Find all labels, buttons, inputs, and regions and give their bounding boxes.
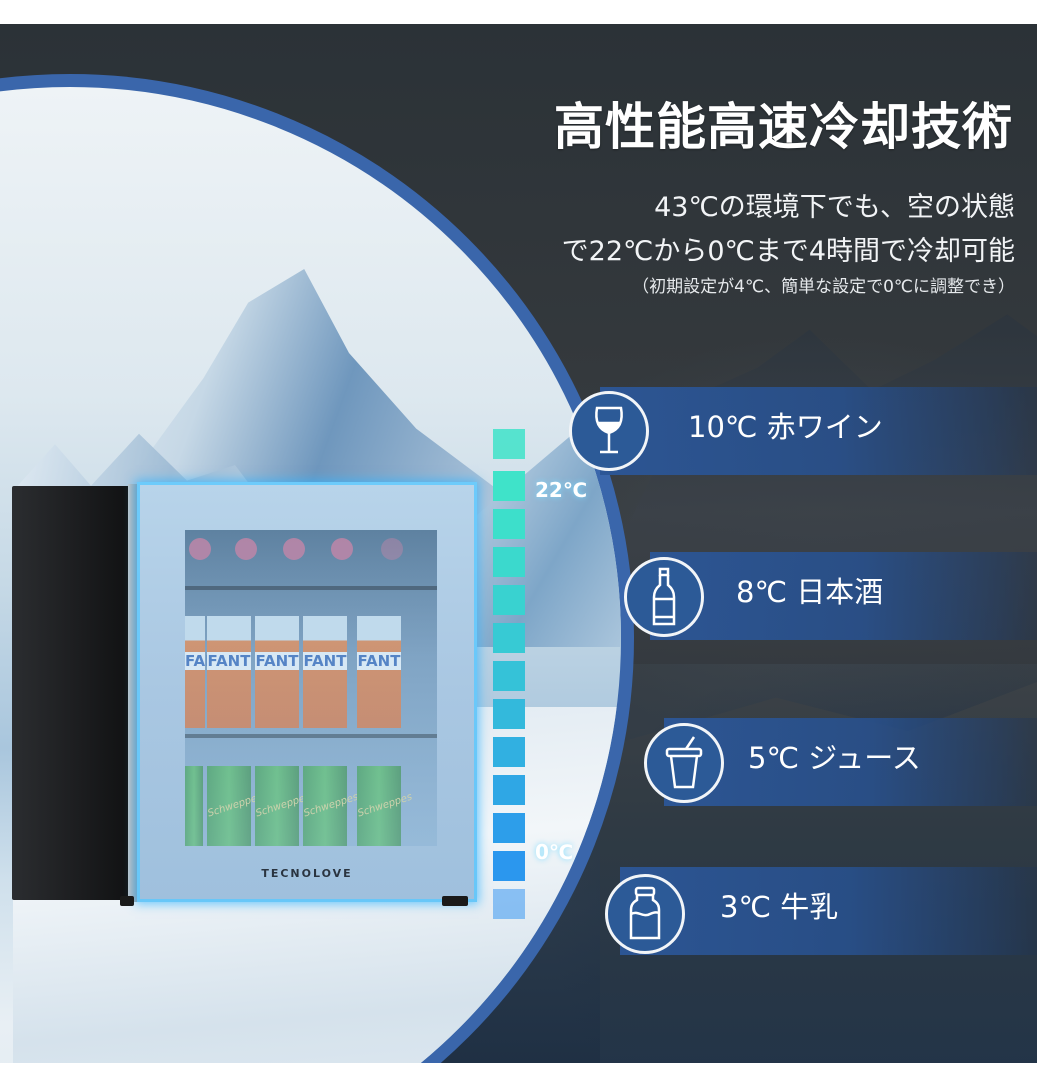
bottle-cap: [331, 538, 353, 560]
bottle-cap: [235, 538, 257, 560]
description-line-1: 43℃の環境下でも、空の状態: [654, 192, 1015, 223]
bottle-cap: [381, 538, 403, 560]
glass-reflection: [185, 530, 437, 846]
gauge-segment: [493, 547, 525, 577]
gauge-segment: [493, 889, 525, 919]
bottle-cap: [189, 538, 211, 560]
temp-band-wine: 10℃ 赤ワイン: [600, 387, 1037, 475]
gauge-label-top: 22℃: [535, 478, 588, 502]
gauge-segment: [493, 509, 525, 539]
drink-carton: FANT: [303, 616, 347, 728]
fridge-interior: FANT FANT FANT FANT FANT Schweppes Schwe…: [185, 530, 437, 846]
drink-carton: FANT: [207, 616, 251, 728]
description-line-2: で22℃から0℃まで4時間で冷却可能: [561, 236, 1015, 267]
gauge-segment: [493, 471, 525, 501]
soda-can: Schweppes: [356, 766, 414, 846]
temp-label-sake: 8℃ 日本酒: [736, 575, 884, 609]
mini-fridge-product: FANT FANT FANT FANT FANT Schweppes Schwe…: [12, 482, 480, 912]
fridge-shelf: [185, 734, 437, 738]
milk-bottle-icon: [605, 874, 685, 954]
gauge-segment: [493, 699, 525, 729]
temp-label-wine: 10℃ 赤ワイン: [688, 410, 883, 444]
brand-logo: TECNOLOVE: [261, 867, 353, 880]
fridge-shelf: [185, 586, 437, 590]
juice-cup-icon: [644, 723, 724, 803]
temp-label-milk: 3℃ 牛乳: [720, 890, 839, 924]
temp-label-juice: 5℃ ジュース: [748, 741, 921, 775]
soda-can: Schweppes: [254, 766, 312, 846]
gauge-segment: [493, 813, 525, 843]
gauge-segment: [493, 775, 525, 805]
gauge-segment: [493, 585, 525, 615]
gauge-segment: [493, 851, 525, 881]
gauge-segment: [493, 429, 525, 459]
soda-can: Schweppes: [206, 766, 264, 846]
bottle-cap: [283, 538, 305, 560]
fridge-glass-door: FANT FANT FANT FANT FANT Schweppes Schwe…: [137, 482, 477, 902]
fridge-foot: [442, 896, 468, 906]
headline-title: 高性能高速冷却技術: [554, 98, 1013, 156]
description-note: （初期設定が4℃、簡単な設定で0℃に調整でき）: [632, 277, 1015, 297]
product-banner: 高性能高速冷却技術 43℃の環境下でも、空の状態 で22℃から0℃まで4時間で冷…: [0, 24, 1037, 1063]
temp-band-juice: 5℃ ジュース: [664, 718, 1037, 806]
gauge-segment: [493, 737, 525, 767]
wine-glass-icon: [569, 391, 649, 471]
soda-can: [185, 766, 203, 846]
sake-bottle-icon: [624, 557, 704, 637]
gauge-segment: [493, 623, 525, 653]
fridge-side-panel: [12, 486, 132, 900]
fridge-foot: [120, 896, 134, 906]
temp-band-milk: 3℃ 牛乳: [620, 867, 1037, 955]
gauge-segment: [493, 661, 525, 691]
temp-band-sake: 8℃ 日本酒: [650, 552, 1037, 640]
drink-carton: FANT: [357, 616, 401, 728]
soda-can: Schweppes: [302, 766, 360, 846]
drink-carton: FANT: [255, 616, 299, 728]
gauge-label-bottom: 0℃: [535, 840, 574, 864]
